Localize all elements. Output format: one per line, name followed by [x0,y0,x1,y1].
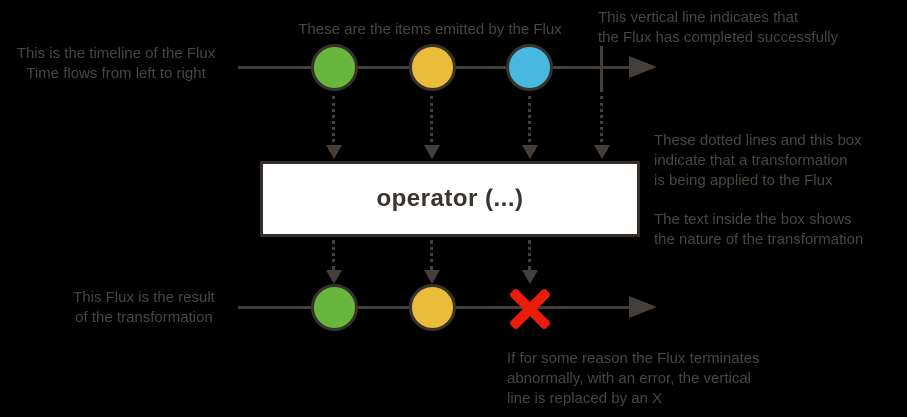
note-line: the Flux has completed successfully [598,29,839,46]
source-marble-blue [506,44,553,91]
connector-arrowhead-icon [522,270,538,284]
dotted-connector [332,96,335,142]
note-line: abnormally, with an error, the vertical [507,370,751,387]
connector-arrowhead-icon [424,145,440,159]
note-line: This vertical line indicates that [598,9,799,26]
note-line: Time flows from left to right [26,65,206,82]
operator-box: operator (...) [260,161,640,237]
source-marble-green [311,44,358,91]
note-line: of the transformation [75,309,213,326]
operator-label: operator (...) [376,185,524,212]
note-line: the nature of the transformation [654,231,864,248]
dotted-connector [332,240,335,270]
dotted-connector [430,240,433,270]
complete-note: This vertical line indicates that the Fl… [598,8,838,48]
items-note: These are the items emitted by the Flux [280,20,580,40]
connector-arrowhead-icon [424,270,440,284]
note-line: These dotted lines and this box [654,132,862,149]
complete-signal-line [600,46,603,92]
timeline-note: This is the timeline of the Flux Time fl… [16,44,216,84]
connector-arrowhead-icon [522,145,538,159]
dotted-connector [528,240,531,270]
note-line: This Flux is the result [73,289,215,306]
error-x-icon [503,282,557,336]
dotted-connector [600,96,603,142]
note-line: These are the items emitted by the Flux [298,21,562,38]
source-timeline-arrowhead-icon [629,56,657,78]
connector-arrowhead-icon [326,270,342,284]
dotted-connector [430,96,433,142]
note-line: This is the timeline of the Flux [16,45,216,62]
note-line: indicate that a transformation [654,152,848,169]
result-note: This Flux is the result of the transform… [44,288,244,328]
connector-arrowhead-icon [326,145,342,159]
dotted-connector [528,96,531,142]
result-timeline-arrowhead-icon [629,296,657,318]
note-line: The text inside the box shows [654,211,852,228]
source-marble-yellow [409,44,456,91]
connector-arrowhead-icon [594,145,610,159]
note-gap [654,191,863,210]
result-marble-green [311,284,358,331]
transformation-note: These dotted lines and this box indicate… [654,131,863,250]
error-note: If for some reason the Flux terminates a… [507,349,760,409]
note-line: If for some reason the Flux terminates [507,350,760,367]
note-line: is being applied to the Flux [654,172,833,189]
result-marble-yellow [409,284,456,331]
note-line: line is replaced by an X [507,390,663,407]
